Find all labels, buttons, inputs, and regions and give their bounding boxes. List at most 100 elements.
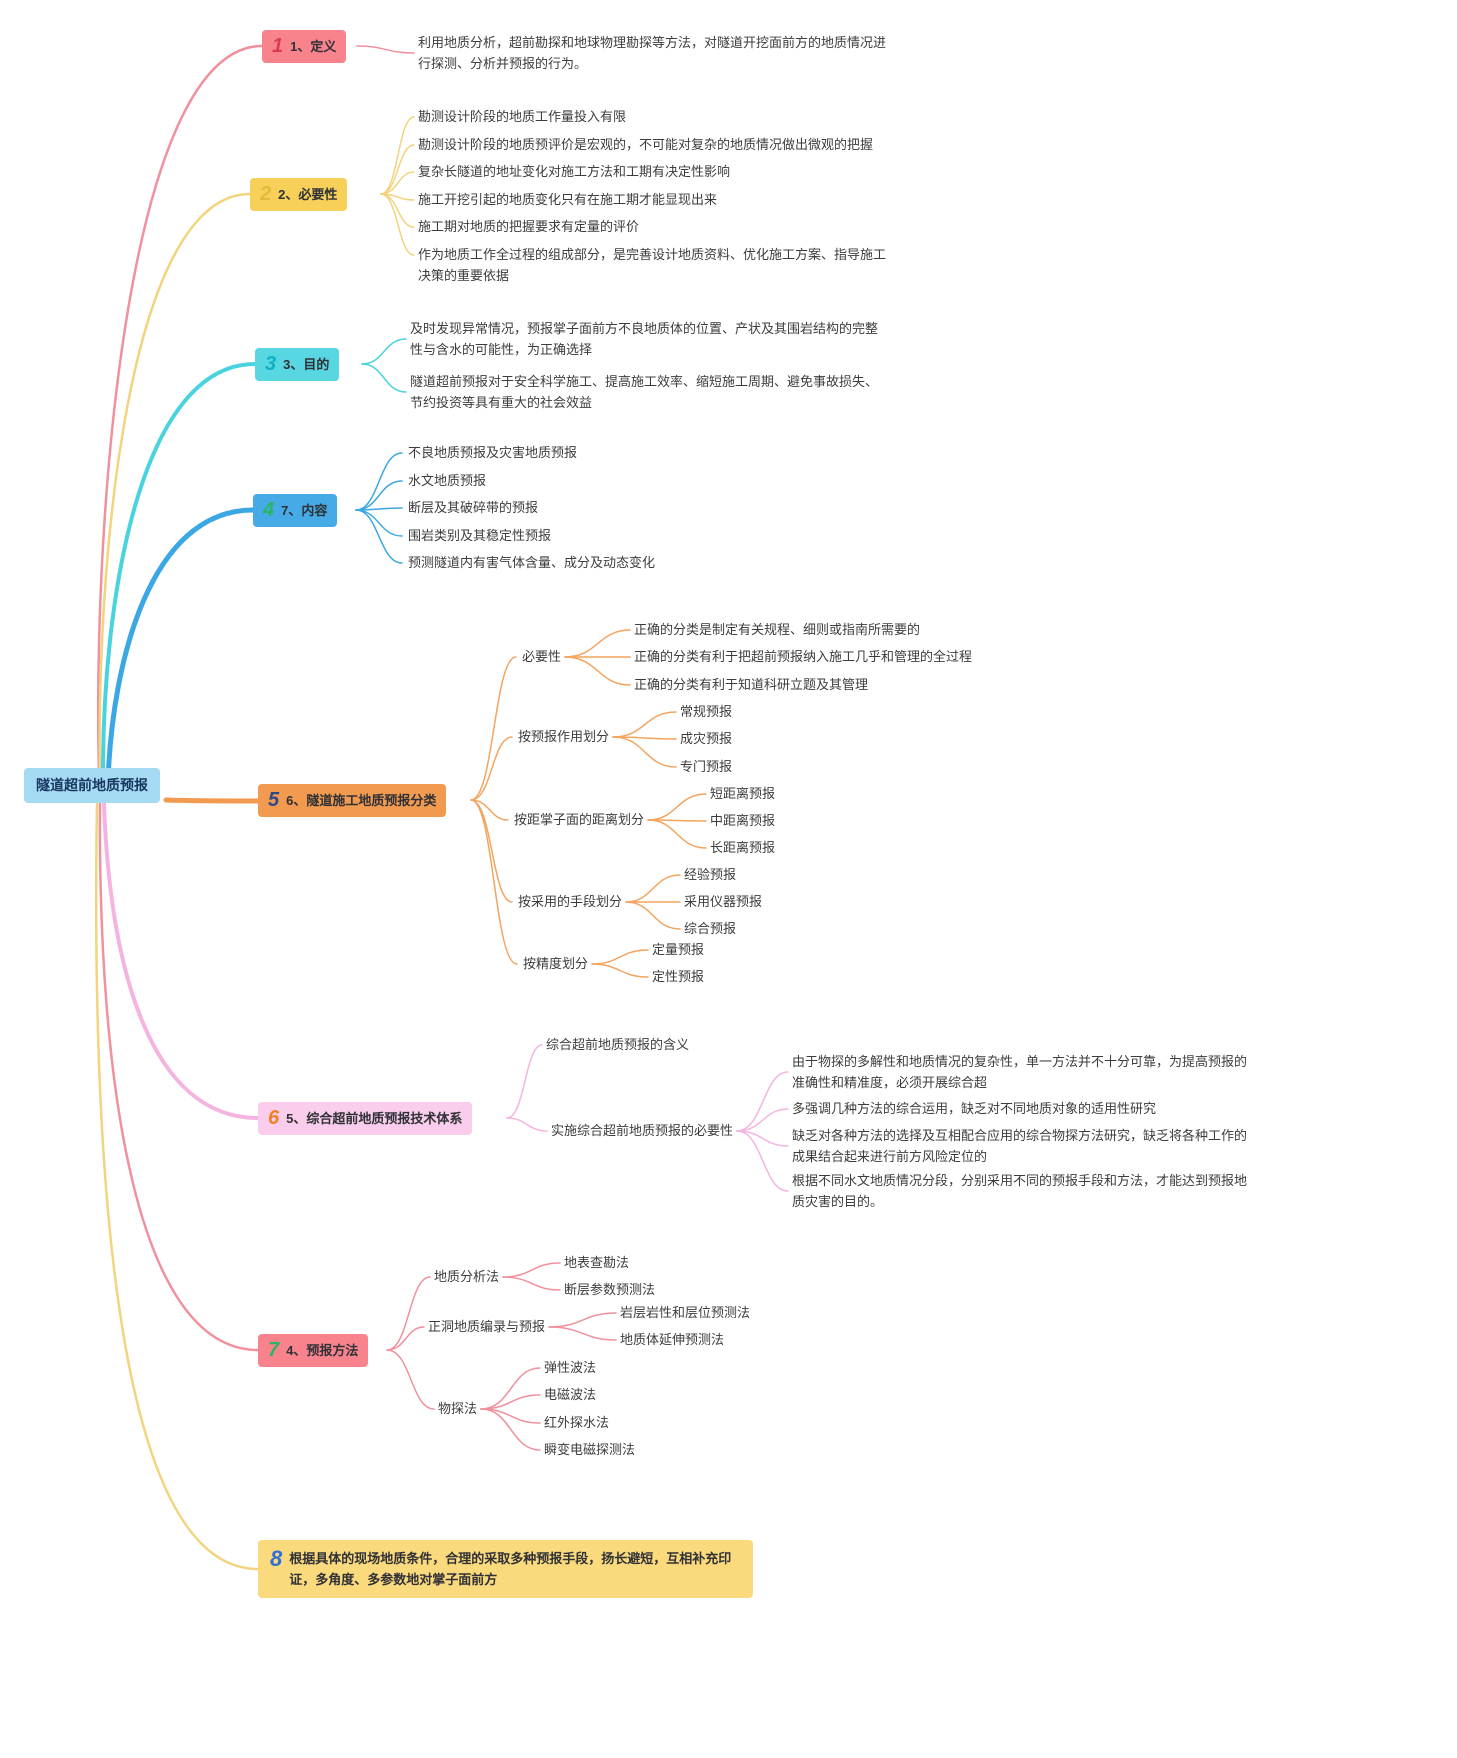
leaf-text[interactable]: 及时发现异常情况，预报掌子面前方不良地质体的位置、产状及其围岩结构的完整性与含水… xyxy=(410,321,879,357)
group-label[interactable]: 实施综合超前地质预报的必要性 xyxy=(551,1123,734,1138)
connector-b5e xyxy=(591,949,649,965)
group-label[interactable]: 按预报作用划分 xyxy=(518,729,610,744)
connector-root-b5 xyxy=(163,797,261,804)
connector-b7 xyxy=(386,1326,425,1351)
leaf-text[interactable]: 成灾预报 xyxy=(680,731,733,746)
leaf-text[interactable]: 隧道超前预报对于安全科学施工、提高施工效率、缩短施工周期、避免事故损失、节约投资… xyxy=(410,374,879,410)
connector-b7b xyxy=(548,1326,617,1341)
leaf-text[interactable]: 由于物探的多解性和地质情况的复杂性，单一方法并不十分可靠，为提高预报的准确性和精… xyxy=(792,1054,1248,1090)
leaf-text[interactable]: 根据不同水文地质情况分段，分别采用不同的预报手段和方法，才能达到预报地质灾害的目… xyxy=(792,1173,1248,1209)
leaf-text[interactable]: 经验预报 xyxy=(684,867,737,882)
leaf-text[interactable]: 正确的分类有利于把超前预报纳入施工几乎和管理的全过程 xyxy=(634,649,973,664)
branch-node-4[interactable]: 4 7、内容 xyxy=(253,494,338,527)
branch-node-1[interactable]: 1 1、定义 xyxy=(262,30,347,63)
branch-node-2[interactable]: 2 2、必要性 xyxy=(250,178,348,211)
group-label[interactable]: 必要性 xyxy=(522,649,562,664)
connector-b4 xyxy=(355,509,403,537)
leaf-text[interactable]: 断层参数预测法 xyxy=(564,1282,656,1297)
leaf-text[interactable]: 勘测设计阶段的地质工作量投入有限 xyxy=(418,109,627,124)
leaf-text[interactable]: 电磁波法 xyxy=(544,1387,597,1402)
leaf-text[interactable]: 不良地质预报及灾害地质预报 xyxy=(408,445,578,460)
leaf-text[interactable]: 预测隧道内有害气体含量、成分及动态变化 xyxy=(408,555,656,570)
leaf-text[interactable]: 瞬变电磁探测法 xyxy=(544,1442,636,1457)
connector-b1 xyxy=(356,45,415,54)
leaf-text[interactable]: 岩层岩性和层位预测法 xyxy=(620,1305,751,1320)
leaf-text[interactable]: 作为地质工作全过程的组成部分，是完善设计地质资料、优化施工方案、指导施工决策的重… xyxy=(418,247,887,283)
leaf-text[interactable]: 定量预报 xyxy=(652,942,705,957)
group-label[interactable]: 正洞地质编录与预报 xyxy=(428,1319,546,1334)
branch-label-3: 3、目的 xyxy=(283,357,330,372)
root-node[interactable]: 隧道超前地质预报 xyxy=(24,768,160,803)
connector-b7 xyxy=(386,1349,435,1410)
leaf-text[interactable]: 水文地质预报 xyxy=(408,473,487,488)
branch-label-1: 1、定义 xyxy=(290,39,337,54)
connector-b6s xyxy=(736,1108,789,1132)
branch-label-8: 根据具体的现场地质条件，合理的采取多种预报手段，扬长避短，互相补充印证，多角度、… xyxy=(289,1551,732,1587)
leaf-text[interactable]: 红外探水法 xyxy=(544,1415,610,1430)
connector-b6s xyxy=(736,1130,789,1147)
branch-node-6[interactable]: 6 5、综合超前地质预报技术体系 xyxy=(258,1102,473,1135)
leaf-text[interactable]: 施工期对地质的把握要求有定量的评价 xyxy=(418,219,640,234)
branch-node-3[interactable]: 3 3、目的 xyxy=(255,348,340,381)
connector-b5b xyxy=(612,711,677,738)
connector-b5e xyxy=(591,963,649,978)
connector-b7a xyxy=(502,1276,561,1291)
connector-b7c xyxy=(480,1408,541,1451)
connector-b7a xyxy=(502,1262,561,1278)
leaf-text[interactable]: 正确的分类是制定有关规程、细则或指南所需要的 xyxy=(634,622,921,637)
branch-node-5[interactable]: 5 6、隧道施工地质预报分类 xyxy=(258,784,447,817)
group-label[interactable]: 按精度划分 xyxy=(523,956,589,971)
leaf-text[interactable]: 弹性波法 xyxy=(544,1360,597,1375)
group-label[interactable]: 按采用的手段划分 xyxy=(518,894,623,909)
leaf-text[interactable]: 综合预报 xyxy=(684,921,737,936)
group-label[interactable]: 地质分析法 xyxy=(434,1269,500,1284)
leaf-text[interactable]: 缺乏对各种方法的选择及互相配合应用的综合物探方法研究，缺乏将各种工作的成果结合起… xyxy=(792,1128,1248,1164)
connector-b5c xyxy=(647,819,707,849)
group-label[interactable]: 按距掌子面的距离划分 xyxy=(514,812,645,827)
leaf-text[interactable]: 利用地质分析，超前勘探和地球物理勘探等方法，对隧道开挖面前方的地质情况进行探测、… xyxy=(418,35,887,71)
leaf-text[interactable]: 围岩类别及其稳定性预报 xyxy=(408,528,552,543)
leaf-text[interactable]: 勘测设计阶段的地质预评价是宏观的，不可能对复杂的地质情况做出微观的把握 xyxy=(418,137,874,152)
connector-b7 xyxy=(386,1276,431,1351)
connector-root-b8 xyxy=(94,802,260,1571)
connector-b2 xyxy=(380,144,415,195)
branch-number-2: 2 xyxy=(260,183,272,205)
connector-root-b3 xyxy=(100,362,257,782)
leaf-text[interactable]: 短距离预报 xyxy=(710,786,776,801)
leaf-text[interactable]: 采用仪器预报 xyxy=(684,894,763,909)
leaf-text[interactable]: 长距离预报 xyxy=(710,840,776,855)
leaf-text[interactable]: 中距离预报 xyxy=(710,813,776,828)
leaf-text[interactable]: 地质体延伸预测法 xyxy=(620,1332,725,1347)
branch-number-3: 3 xyxy=(265,353,277,375)
connector-root-b6 xyxy=(102,802,260,1120)
leaf-text[interactable]: 定性预报 xyxy=(652,969,705,984)
branch-node-7[interactable]: 7 4、预报方法 xyxy=(258,1334,369,1367)
connector-b5 xyxy=(470,656,517,801)
group-label[interactable]: 综合超前地质预报的含义 xyxy=(546,1037,690,1052)
connector-b5 xyxy=(470,799,513,903)
branch-node-8[interactable]: 8 根据具体的现场地质条件，合理的采取多种预报手段，扬长避短，互相补充印证，多角… xyxy=(258,1540,754,1598)
connector-b6 xyxy=(506,1117,548,1132)
leaf-text[interactable]: 复杂长隧道的地址变化对施工方法和工期有决定性影响 xyxy=(418,164,731,179)
leaf-text[interactable]: 常规预报 xyxy=(680,704,733,719)
connector-b6s xyxy=(736,1130,789,1192)
connector-b2 xyxy=(380,171,415,195)
leaf-text[interactable]: 正确的分类有利于知道科研立题及其管理 xyxy=(634,677,869,692)
leaf-text[interactable]: 专门预报 xyxy=(680,759,733,774)
branch-number-7: 7 xyxy=(268,1339,280,1361)
leaf-text[interactable]: 多强调几种方法的综合运用，缺乏对不同地质对象的适用性研究 xyxy=(792,1101,1157,1116)
root-label: 隧道超前地质预报 xyxy=(36,777,148,793)
leaf-text[interactable]: 断层及其破碎带的预报 xyxy=(408,500,539,515)
branch-number-4: 4 xyxy=(263,499,275,521)
branch-number-8: 8 xyxy=(270,1546,283,1571)
group-label[interactable]: 物探法 xyxy=(438,1401,478,1416)
connector-root-b2 xyxy=(98,192,252,782)
connector-b5a xyxy=(564,656,631,686)
connector-b4 xyxy=(355,509,403,564)
connector-b5d xyxy=(625,901,681,930)
connector-root-b4 xyxy=(105,507,256,785)
connector-b5d xyxy=(625,874,681,903)
leaf-text[interactable]: 施工开挖引起的地质变化只有在施工期才能显现出来 xyxy=(418,192,718,207)
leaf-text[interactable]: 地表查勘法 xyxy=(564,1255,630,1270)
